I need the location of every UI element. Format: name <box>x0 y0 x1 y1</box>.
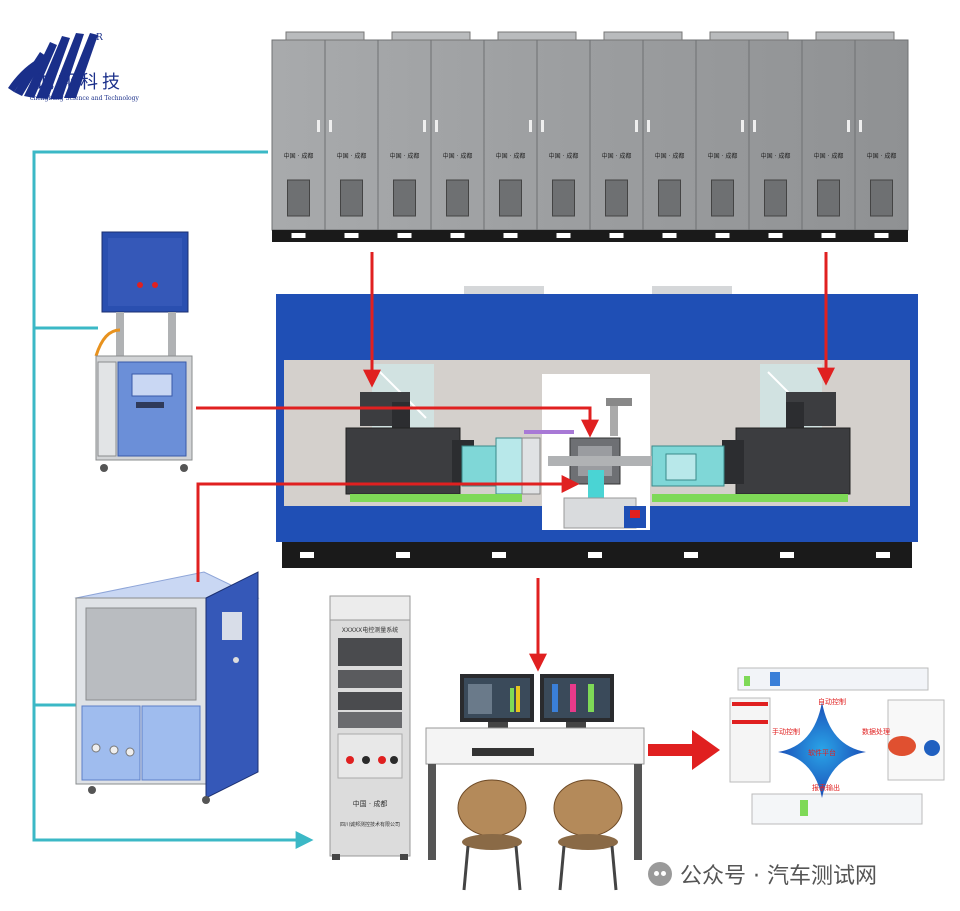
measurement-control-cabinet: XXXXX电控测量系统 中国 · 成都 四川诚邦测控技术有限公司 <box>329 595 411 860</box>
bench-foot-marker <box>300 552 314 558</box>
logo-fan-icon <box>8 33 98 99</box>
cabinet-label: 中国 · 成都 <box>496 152 526 160</box>
chair-right <box>553 779 623 891</box>
software-platform-panel: 软件平台 自动控制 手动控制 数据处理 报表输出 <box>729 667 945 825</box>
signal-line-network <box>32 150 314 849</box>
cabinet-label: 中国 · 成都 <box>549 152 579 160</box>
dynamometer-test-bench <box>276 286 918 568</box>
control-cabinet-top-label: XXXXX电控测量系统 <box>342 626 399 634</box>
cabinet-label: 中国 · 成都 <box>655 152 685 160</box>
logo-name-en: chengbang Science and Technology <box>30 95 139 102</box>
software-label-bottom: 报表输出 <box>812 783 840 792</box>
cabinet-label: 中国 · 成都 <box>284 152 314 160</box>
big-arrow-icon <box>648 730 720 770</box>
software-center-label: 软件平台 <box>808 748 836 757</box>
bench-foot-marker <box>876 552 890 558</box>
control-cabinet-bottom-label: 中国 · 成都 <box>353 799 388 808</box>
cabinet-label: 中国 · 成都 <box>814 152 844 160</box>
power-cabinet: 中国 · 成都 <box>642 40 685 238</box>
flow-arrows <box>196 252 835 770</box>
bench-foot-marker <box>780 552 794 558</box>
power-cabinet: 中国 · 成都 <box>695 31 789 238</box>
bench-foot-marker <box>396 552 410 558</box>
software-label-top: 自动控制 <box>818 697 846 706</box>
chair-left <box>457 779 527 891</box>
software-label-left: 手动控制 <box>772 727 800 736</box>
power-cabinet: 中国 · 成都 <box>483 31 577 238</box>
cabinet-label: 中国 · 成都 <box>761 152 791 160</box>
wechat-icon <box>648 862 672 886</box>
bench-foot-marker <box>588 552 602 558</box>
watermark-text: 公众号 · 汽车测试网 <box>680 864 877 889</box>
cooling-water-cabinet <box>74 571 260 804</box>
cabinet-label: 中国 · 成都 <box>867 152 897 160</box>
power-cabinet: 中国 · 成都 <box>430 40 473 238</box>
cabinet-label: 中国 · 成都 <box>708 152 738 160</box>
control-cabinet-company-label: 四川诚邦测控技术有限公司 <box>340 821 400 828</box>
cabinet-label: 中国 · 成都 <box>443 152 473 160</box>
power-cabinet: 中国 · 成都 <box>536 40 579 238</box>
logo-registered-mark: R <box>96 33 103 43</box>
power-cabinet: 中国 · 成都 <box>589 31 683 238</box>
cabinet-label: 中国 · 成都 <box>390 152 420 160</box>
power-cabinet-row: 中国 · 成都 中国 · 成都 中国 · 成都 中国 · 成都 中国 · 成都 中国 · … <box>271 31 909 242</box>
cabinet-label: 中国 · 成都 <box>337 152 367 160</box>
software-label-right: 数据处理 <box>862 727 890 736</box>
power-cabinet: 中国 · 成都 <box>854 40 897 238</box>
power-cabinet: 中国 · 成都 <box>748 40 791 238</box>
right-dynamometer-motor <box>651 392 851 495</box>
bench-foot-marker <box>492 552 506 558</box>
operator-workstation <box>425 674 645 891</box>
oil-conditioning-unit <box>94 231 193 472</box>
cabinet-label: 中国 · 成都 <box>602 152 632 160</box>
company-logo: R 诚邦科技 chengbang Science and Technology <box>8 33 139 102</box>
power-cabinet: 中国 · 成都 <box>324 40 367 238</box>
watermark: 公众号 · 汽车测试网 <box>648 858 877 890</box>
power-cabinet: 中国 · 成都 <box>801 31 895 238</box>
logo-name-cn: 诚邦科技 <box>36 72 124 93</box>
bench-foot-marker <box>684 552 698 558</box>
